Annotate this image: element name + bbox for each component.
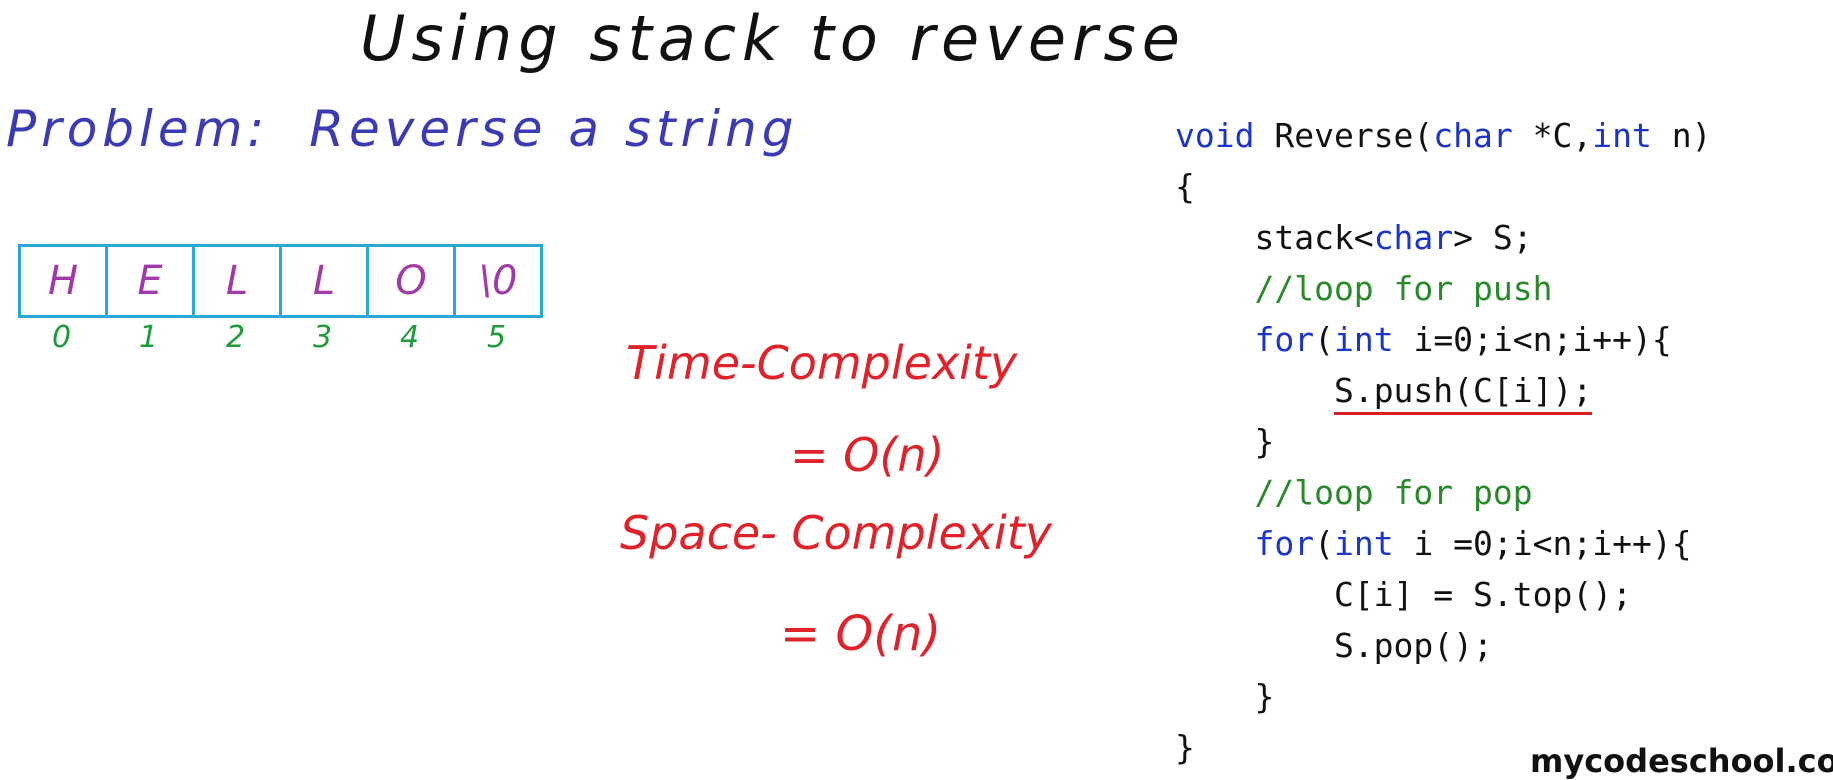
array-index: 5: [486, 320, 507, 355]
time-complexity-value: = O(n): [790, 428, 945, 482]
code-text: (: [1314, 320, 1334, 359]
code-comment-pop: //loop for pop: [1175, 473, 1533, 512]
code-line-close-for-push: }: [1175, 422, 1275, 461]
code-text: Reverse(: [1254, 116, 1434, 155]
code-line-close-for-pop: }: [1175, 677, 1275, 716]
code-text: (: [1314, 524, 1334, 563]
code-indent: [1175, 320, 1254, 359]
code-text: i=0;i<n;i++){: [1393, 320, 1672, 359]
code-text: > S;: [1453, 218, 1533, 257]
space-complexity-value: = O(n): [780, 606, 942, 662]
code-line-for-pop: for(int i =0;i<n;i++){: [1175, 518, 1711, 569]
watermark: mycodeschool.co: [1530, 742, 1833, 780]
code-line-assign: C[i] = S.top();: [1175, 575, 1632, 614]
code-line-close-brace: }: [1175, 728, 1195, 767]
keyword: int: [1333, 524, 1394, 563]
array-index: 4: [399, 320, 420, 355]
code-indent: [1175, 524, 1254, 563]
code-text: n): [1651, 116, 1712, 155]
code-indent: [1175, 371, 1334, 410]
code-line-decl: stack<char> S;: [1175, 212, 1711, 263]
array-cell: L: [282, 247, 369, 315]
keyword: char: [1433, 116, 1513, 155]
code-line-pop: S.pop();: [1175, 626, 1493, 665]
keyword: for: [1254, 320, 1315, 359]
array-cell: O: [369, 247, 456, 315]
code-comment-push: //loop for push: [1175, 269, 1553, 308]
code-line-open-brace: {: [1175, 167, 1195, 206]
array-index: 1: [138, 320, 159, 355]
title: Using stack to reverse: [360, 2, 1186, 75]
keyword: char: [1373, 218, 1454, 257]
code-line-for-push: for(int i=0;i<n;i++){: [1175, 314, 1711, 365]
push-call: S.push(C[i]);: [1333, 371, 1593, 415]
array-index: 3: [312, 320, 333, 355]
keyword: void: [1175, 116, 1255, 155]
array-index: 0: [51, 320, 72, 355]
array-index: 2: [225, 320, 246, 355]
code-text: *C,: [1512, 116, 1593, 155]
keyword: int: [1592, 116, 1652, 155]
code-line-signature: void Reverse(char *C,int n): [1175, 110, 1711, 161]
keyword: for: [1254, 524, 1315, 563]
array-cell: \0: [478, 258, 518, 304]
problem-statement: Problem: Reverse a string: [6, 100, 798, 158]
array-cell: H: [21, 247, 108, 315]
code-text: stack<: [1175, 218, 1374, 257]
code-line-push: S.push(C[i]);: [1175, 365, 1711, 416]
array-cell: E: [108, 247, 195, 315]
char-array: H E L L O \0: [18, 244, 543, 318]
array-indices: 0 1 2 3 4 5: [18, 320, 540, 355]
array-cell: L: [195, 247, 282, 315]
keyword: int: [1333, 320, 1394, 359]
space-complexity-label: Space- Complexity: [620, 506, 1053, 560]
problem-value: Reverse a string: [309, 100, 799, 158]
problem-label: Problem:: [6, 100, 270, 158]
code-block: void Reverse(char *C,int n) { stack<char…: [1175, 110, 1711, 773]
time-complexity-label: Time-Complexity: [626, 336, 1018, 390]
code-text: i =0;i<n;i++){: [1393, 524, 1692, 563]
